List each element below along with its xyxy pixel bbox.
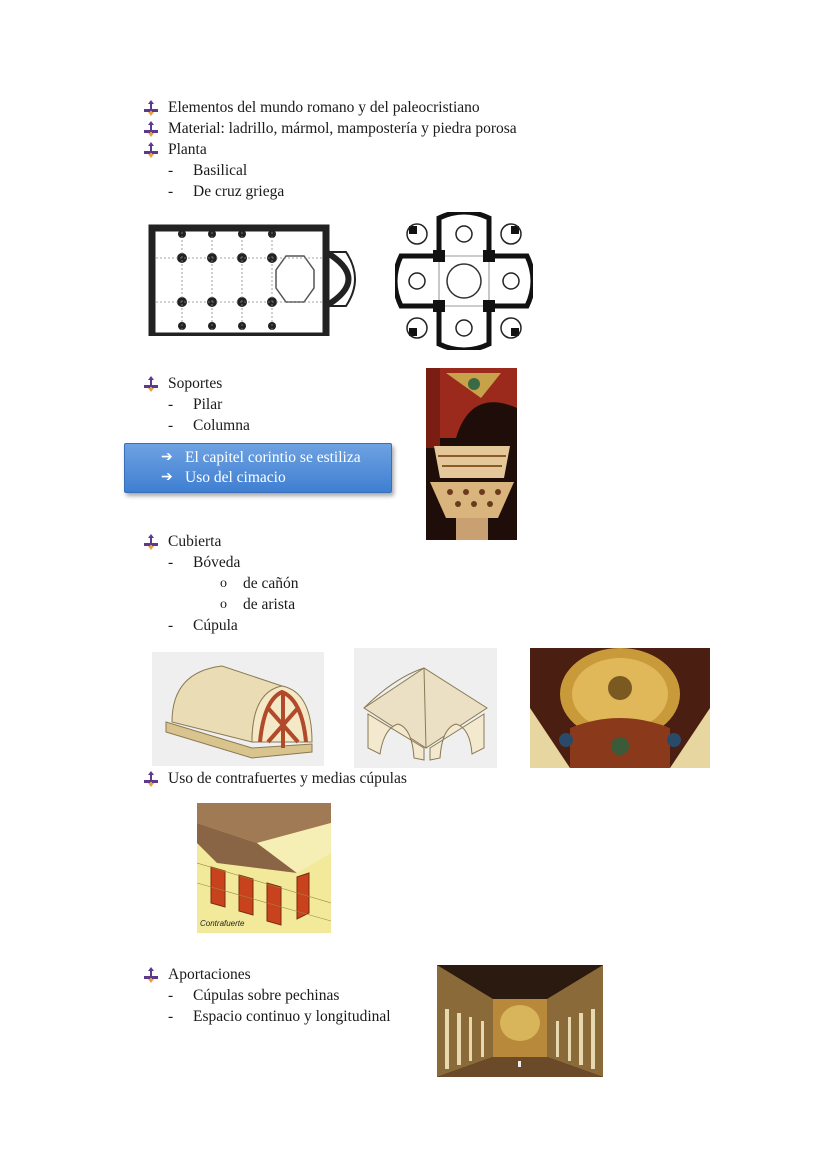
circle-marker: o xyxy=(220,597,227,612)
bullet-icon xyxy=(144,967,158,983)
boveda-type-2: de arista xyxy=(243,596,296,613)
barrel-vault-illustration xyxy=(152,652,324,766)
arrow-icon: ➔ xyxy=(161,470,173,485)
cubierta-title: Cubierta xyxy=(168,533,222,550)
cupula-label: Cúpula xyxy=(193,617,238,634)
bullet-icon xyxy=(144,100,158,116)
intro-line-2: Material: ladrillo, mármol, mampostería … xyxy=(168,120,517,137)
arrow-icon: ➔ xyxy=(161,450,173,465)
basilica-interior-photo xyxy=(437,965,603,1077)
aportaciones-item-1: Cúpulas sobre pechinas xyxy=(193,987,340,1004)
intro-line-3: Planta xyxy=(168,141,207,158)
planta-item-1: Basilical xyxy=(193,162,248,179)
dash-marker: - xyxy=(168,617,174,634)
dome-interior-photo xyxy=(530,648,710,768)
bullet-icon xyxy=(144,121,158,137)
callout-line-2: Uso del cimacio xyxy=(185,469,286,486)
circle-marker: o xyxy=(220,576,227,591)
aportaciones-title: Aportaciones xyxy=(168,966,251,983)
soportes-item-2: Columna xyxy=(193,417,250,434)
greek-cross-plan-image xyxy=(395,212,533,350)
bullet-icon xyxy=(144,142,158,158)
basilica-plan-image xyxy=(146,222,370,336)
boveda-type-1: de cañón xyxy=(243,575,299,592)
dash-marker: - xyxy=(168,162,174,179)
aportaciones-item-2: Espacio continuo y longitudinal xyxy=(193,1008,391,1025)
buttress-illustration: Contrafuerte xyxy=(197,803,331,933)
dash-marker: - xyxy=(168,1008,174,1025)
dash-marker: - xyxy=(168,396,174,413)
capital-callout-box: ➔ El capitel corintio se estiliza ➔ Uso … xyxy=(124,443,392,493)
bullet-icon xyxy=(144,376,158,392)
bullet-icon xyxy=(144,534,158,550)
buttress-caption: Contrafuerte xyxy=(200,919,245,928)
planta-item-2: De cruz griega xyxy=(193,183,285,200)
dash-marker: - xyxy=(168,987,174,1004)
byzantine-capital-photo xyxy=(426,368,517,540)
bullet-icon xyxy=(144,771,158,787)
soportes-item-1: Pilar xyxy=(193,396,223,413)
contrafuertes-title: Uso de contrafuertes y medias cúpulas xyxy=(168,770,407,787)
boveda-label: Bóveda xyxy=(193,554,241,571)
dash-marker: - xyxy=(168,554,174,571)
callout-line-1: El capitel corintio se estiliza xyxy=(185,449,361,466)
dash-marker: - xyxy=(168,183,174,200)
dash-marker: - xyxy=(168,417,174,434)
intro-line-1: Elementos del mundo romano y del paleocr… xyxy=(168,99,480,116)
groin-vault-illustration xyxy=(354,648,497,768)
soportes-title: Soportes xyxy=(168,375,223,392)
